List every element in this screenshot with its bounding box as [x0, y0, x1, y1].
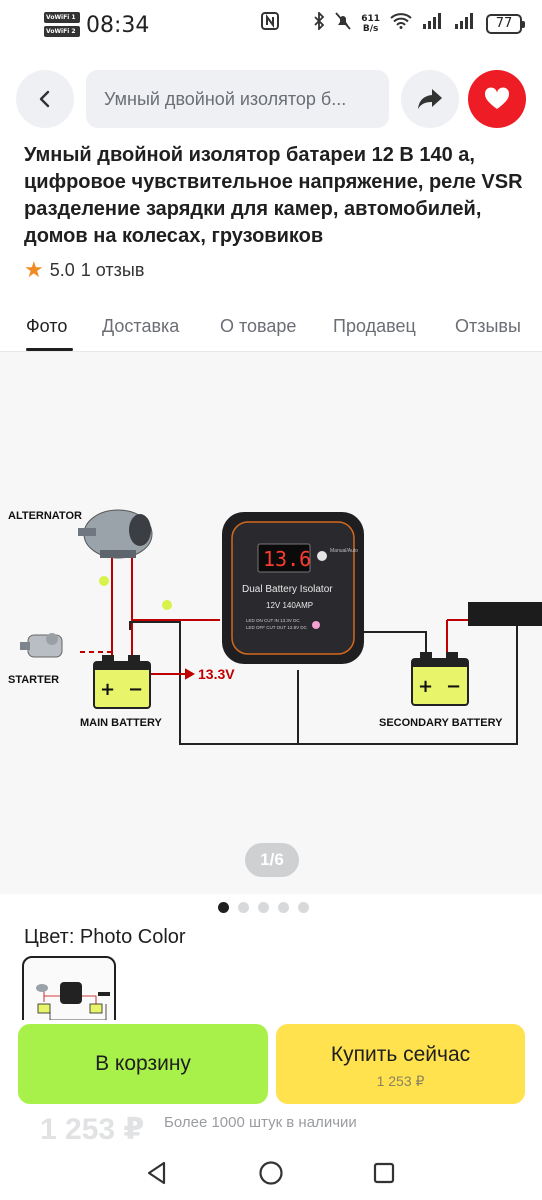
add-to-cart-button[interactable]: В корзину — [18, 1024, 268, 1104]
action-bar: В корзину Купить сейчас 1 253 ₽ — [0, 1020, 542, 1112]
bluetooth-icon — [313, 10, 325, 35]
stock-info: Более 1000 штук в наличии — [164, 1114, 357, 1131]
favorite-button[interactable] — [468, 70, 526, 128]
manual-auto-label: Manual/Auto — [330, 548, 358, 554]
device-display-readout: 13.6 — [263, 547, 311, 571]
thumbnail-diagram — [36, 982, 110, 1021]
buy-now-label: Купить сейчас — [330, 1043, 471, 1066]
section-tabs: Фото Доставка О товаре Продавец Отзывы — [0, 306, 542, 352]
status-icons: 611 B/s 77 — [261, 10, 525, 35]
system-nav-bar — [0, 1146, 542, 1200]
main-battery-plus: + — [100, 679, 115, 700]
circle-home-icon — [259, 1161, 283, 1185]
nav-recents-button[interactable] — [369, 1158, 399, 1188]
price-stock-row: 1 253 ₽ Более 1000 штук в наличии — [0, 1110, 542, 1146]
gallery-dots — [218, 902, 309, 913]
voltage-label: 13.3V — [198, 666, 235, 682]
junction-dot — [99, 576, 109, 586]
led-line-2: LED OFF CUT OUT 12.8V DC — [246, 625, 308, 630]
vowifi-2-icon: VoWiFi 2 — [44, 26, 80, 37]
gallery-dot[interactable] — [298, 902, 309, 913]
main-battery-graphic — [93, 655, 151, 709]
net-speed-unit: B/s — [362, 23, 379, 34]
vowifi-indicators: VoWiFi 1 VoWiFi 2 — [44, 12, 80, 40]
starter-label: STARTER — [8, 674, 59, 686]
product-image-gallery[interactable]: ALTERNATOR STARTER + − MAIN BATTERY 13.3… — [0, 352, 542, 894]
share-arrow-icon — [418, 89, 442, 109]
rating-row[interactable]: ★ 5.0 1 отзыв — [24, 259, 144, 281]
gallery-dot[interactable] — [258, 902, 269, 913]
isolator-device-graphic — [222, 512, 364, 664]
back-button[interactable] — [16, 70, 74, 128]
clock: 08:34 — [86, 13, 150, 38]
mute-bell-icon — [335, 12, 351, 35]
product-title: Умный двойной изолятор батареи 12 В 140 … — [24, 144, 523, 247]
secondary-battery-graphic — [411, 652, 469, 706]
product-price: 1 253 ₽ — [40, 1113, 145, 1146]
share-button[interactable] — [401, 70, 459, 128]
tab-photo[interactable]: Фото — [26, 316, 68, 336]
status-bar: VoWiFi 1 VoWiFi 2 08:34 611 B/s 77 — [0, 0, 542, 52]
secondary-battery-plus: + — [418, 676, 433, 697]
led-line-1: LED ON CUT IN 13.3V DC — [246, 618, 300, 623]
tab-delivery[interactable]: Доставка — [102, 316, 180, 336]
junction-dot — [162, 600, 172, 610]
chevron-left-icon — [39, 90, 50, 108]
wiring-diagram: ALTERNATOR STARTER + − MAIN BATTERY 13.3… — [8, 509, 542, 745]
rating-value: 5.0 — [49, 259, 75, 280]
nfc-icon — [261, 12, 280, 35]
tab-about[interactable]: О товаре — [220, 316, 297, 336]
color-label: Цвет: Photo Color — [24, 926, 186, 948]
gallery-dot[interactable] — [278, 902, 289, 913]
review-count[interactable]: 1 отзыв — [80, 259, 145, 280]
nav-back-button[interactable] — [142, 1158, 172, 1188]
signal-2-icon — [454, 13, 476, 34]
active-tab-indicator — [26, 348, 73, 351]
buy-now-button[interactable]: Купить сейчас 1 253 ₽ — [276, 1024, 525, 1104]
starter-graphic — [20, 633, 63, 658]
search-input[interactable]: Умный двойной изолятор б... — [86, 70, 389, 128]
gallery-dot[interactable] — [238, 902, 249, 913]
net-speed: 611 B/s — [361, 14, 380, 34]
vowifi-1-icon: VoWiFi 1 — [44, 12, 80, 23]
signal-1-icon — [422, 13, 444, 34]
device-spec: 12V 140AMP — [266, 601, 313, 610]
alternator-label: ALTERNATOR — [8, 510, 82, 522]
secondary-battery-label: SECONDARY BATTERY — [379, 717, 503, 729]
nav-home-button[interactable] — [256, 1158, 286, 1188]
star-icon: ★ — [24, 257, 44, 282]
main-battery-label: MAIN BATTERY — [80, 717, 163, 729]
tab-reviews[interactable]: Отзывы — [455, 316, 521, 336]
load-device-graphic — [468, 602, 542, 626]
wifi-icon — [390, 13, 412, 34]
square-recents-icon — [373, 1162, 395, 1184]
top-bar: Умный двойной изолятор б... — [0, 70, 542, 128]
alternator-graphic — [78, 509, 153, 559]
secondary-battery-minus: − — [446, 676, 461, 697]
tab-seller[interactable]: Продавец — [333, 316, 416, 336]
gallery-dot[interactable] — [218, 902, 229, 913]
heart-icon — [484, 87, 510, 109]
buy-now-price: 1 253 ₽ — [376, 1073, 425, 1089]
main-battery-minus: − — [128, 679, 143, 700]
triangle-back-icon — [147, 1161, 166, 1185]
device-name: Dual Battery Isolator — [242, 584, 333, 595]
image-counter: 1/6 — [245, 843, 299, 877]
battery-icon: 77 — [486, 13, 525, 34]
net-speed-value: 611 — [361, 13, 380, 24]
